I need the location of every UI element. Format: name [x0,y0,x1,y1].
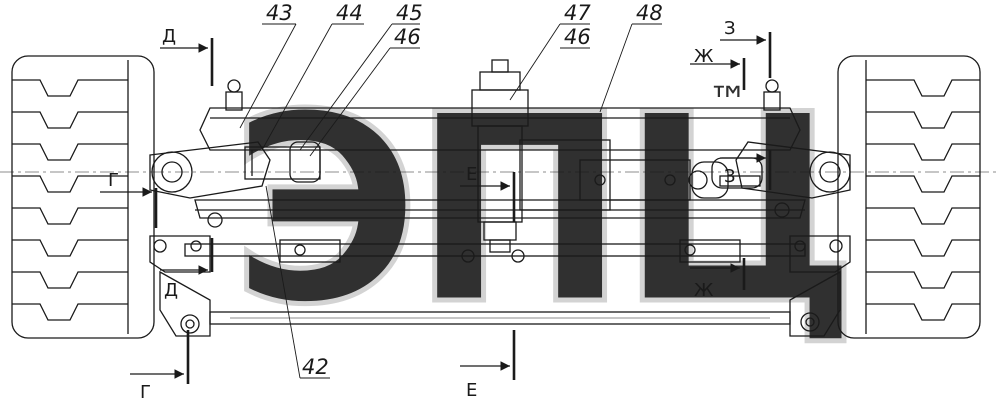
track-rod [159,270,841,337]
callout-45: 45 [396,1,423,25]
left-tire [11,55,155,339]
callout-44: 44 [336,1,363,25]
right-tire [837,55,981,339]
section-cuts [154,32,772,384]
callout-46-center: 46 [564,25,591,49]
section-zh-top: Ж [694,46,714,67]
section-g-left: Г [108,170,119,191]
upper-frame-beam [199,79,801,151]
part-callouts: 43 44 45 46 47 46 48 42 [266,1,663,379]
section-arrows [100,35,766,379]
steering-cylinder [519,139,761,211]
leader-lines [239,23,662,379]
trademark-symbol: ™ [708,79,748,125]
section-z-top: З [724,18,736,39]
center-pivot [471,59,529,253]
watermark-text: ЭПЦ [230,60,850,362]
section-e-center: Е [466,164,477,185]
callout-43: 43 [266,1,293,25]
callout-46-left: 46 [394,25,421,49]
lower-tie-rod [149,235,851,273]
section-letters: Д Д Г Г Е Е Ж Ж З З [108,18,736,403]
section-d-top: Д [162,26,176,47]
section-e-bottom: Е [466,380,477,401]
section-zh-bottom: Ж [694,280,714,301]
section-g-bottom: Г [140,382,151,403]
callout-47: 47 [564,1,591,25]
callout-42: 42 [302,355,329,379]
section-z-mid: З [724,166,736,187]
section-d-bottom: Д [164,280,178,301]
watermark: ЭПЦ ™ [228,58,863,365]
callout-48: 48 [636,1,663,25]
